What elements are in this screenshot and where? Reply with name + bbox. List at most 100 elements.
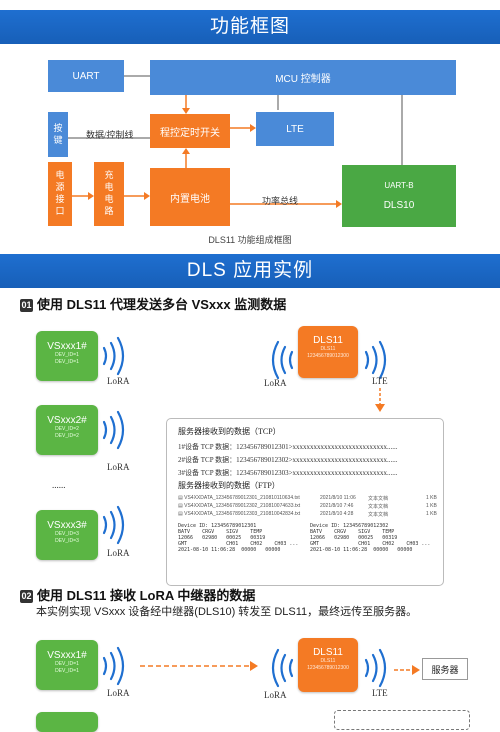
section2-description: 本实例实现 VSxxx 设备经中继器(DLS10) 转发至 DLS11，最终远传…: [36, 606, 418, 618]
wireless-icon: [102, 410, 125, 450]
lora-label: LoRA: [107, 462, 130, 472]
dls11-sub: 123456789012300: [307, 665, 349, 671]
device-sub: DEV_ID=1: [55, 661, 79, 667]
prog-timer-switch-label: 程控定时开关: [160, 127, 220, 139]
power-bus-label: 功率总线: [262, 196, 299, 206]
file-row: ▤ VS4XXDATA_123456789012302_210810074633…: [178, 503, 440, 510]
uart-b-label: UART-B: [384, 181, 414, 190]
charge-circuit-block: 充电电路: [94, 162, 124, 226]
device-name: VSxxx1#: [47, 341, 87, 352]
server-label: 服务器: [431, 664, 459, 675]
dashed-arrow-icon: [394, 665, 420, 675]
uart-label: UART: [72, 70, 100, 82]
banner-title-2: DLS 应用实例: [186, 260, 314, 281]
device-record-left: Device ID: 123456789012301 BATV CRGV SIG…: [178, 523, 299, 553]
file-name: VS4XXDATA_123456789012303_210810042834.t…: [184, 511, 301, 517]
wireless-icon-right: [364, 648, 387, 688]
tcp-line: 3#设备 TCP 数据：123456789012303>xxxxxxxxxxxx…: [178, 469, 398, 477]
lte-label: LTE: [372, 376, 388, 386]
lora-label: LoRA: [264, 690, 287, 700]
file-size: 1 KB: [426, 503, 437, 509]
tcp-line: 2#设备 TCP 数据：123456789012302>xxxxxxxxxxxx…: [178, 456, 398, 464]
dls11-name: DLS11: [313, 335, 343, 346]
device-name: VSxxx3#: [47, 520, 87, 531]
file-date: 2021/8/10 4:28: [320, 511, 354, 517]
section1-title-text: 使用 DLS11 代理发送多台 VSxxx 监测数据: [37, 297, 287, 312]
file-icon: ▤: [178, 511, 185, 517]
file-icon: ▤: [178, 503, 185, 509]
wireless-icon: [102, 336, 125, 376]
dls11-name: DLS11: [313, 647, 343, 658]
tcp-line: 1#设备 TCP 数据：123456789012301>xxxxxxxxxxxx…: [178, 443, 398, 451]
charge-circuit-label: 充电电路: [103, 170, 114, 218]
mcu-label: MCU 控制器: [275, 74, 331, 85]
device-card-s2: VSxxx1# DEV_ID=1 DEV_ID=1: [36, 640, 98, 690]
device-name: VSxxx1#: [47, 650, 87, 661]
lora-label: LoRA: [107, 548, 130, 558]
uart-block: UART: [48, 60, 124, 92]
battery-label: 内置电池: [170, 193, 210, 205]
lora-label: LoRA: [107, 688, 130, 698]
file-size: 1 KB: [426, 511, 437, 517]
block-diagram-connectors: [68, 75, 403, 208]
power-interface-label: 电源接口: [54, 170, 65, 218]
file-icon: ▤: [178, 495, 185, 501]
server-panel-partial: [334, 710, 470, 730]
dls11-device: DLS11 DLS11 123456789012300: [298, 326, 358, 378]
file-size: 1 KB: [426, 495, 437, 501]
down-arrow-icon: [375, 388, 385, 412]
device-card-3: VSxxx3# DEV_ID=3 DEV_ID=3: [36, 510, 98, 560]
device-ellipsis: ......: [52, 480, 66, 490]
device-name: VSxxx2#: [47, 415, 87, 426]
power-interface-block: 电源接口: [48, 162, 72, 226]
dls11-sub: DLS11: [320, 346, 336, 352]
wireless-icon: [102, 646, 125, 686]
tcp-title: 服务器接收到的数据（TCP）: [178, 427, 281, 436]
data-control-line-label: 数据/控制线: [86, 130, 134, 140]
prog-timer-switch-block: 程控定时开关: [150, 114, 230, 148]
battery-block: 内置电池: [150, 168, 230, 226]
file-date: 2021/8/10 11:06: [320, 495, 356, 501]
device-card-2: VSxxx2# DEV_ID=2 DEV_ID=2: [36, 405, 98, 455]
device-sub: DEV_ID=3: [55, 531, 79, 537]
mcu-block: MCU 控制器: [150, 60, 456, 95]
device-sub: DEV_ID=1: [55, 352, 79, 358]
device-sub: DEV_ID=1: [55, 668, 79, 674]
wireless-icon: [102, 505, 125, 545]
diagram-caption: DLS11 功能组成框图: [208, 235, 292, 245]
device-card-1: VSxxx1# DEV_ID=1 DEV_ID=1: [36, 331, 98, 381]
dashed-arrow-icon: [140, 661, 258, 671]
banner-application-examples: DLS 应用实例: [0, 254, 500, 288]
file-row: ▤ VS4XXDATA_123456789012301_210810110634…: [178, 495, 440, 502]
section1-number: 01: [20, 299, 33, 312]
lte-label: LTE: [372, 688, 388, 698]
dls10-label: DLS10: [383, 200, 415, 211]
wireless-icon-left: [271, 648, 294, 688]
file-type: 文本文档: [368, 504, 389, 510]
device-sub: DEV_ID=1: [55, 359, 79, 365]
wireless-icon-left: [271, 340, 294, 380]
device-sub: DEV_ID=2: [55, 433, 79, 439]
section2-number: 02: [20, 590, 33, 603]
lora-label: LoRA: [107, 376, 130, 386]
lte-block: LTE: [256, 112, 334, 146]
ftp-title: 服务器接收到的数据（FTP）: [178, 481, 280, 490]
banner-title: 功能框图: [209, 16, 290, 37]
device-record-right: Device ID: 123456789012302 BATV CRGV SIG…: [310, 523, 431, 553]
banner-function-diagram: 功能框图: [0, 10, 500, 44]
file-row: ▤ VS4XXDATA_123456789012303_210810042834…: [178, 511, 440, 518]
lte-block-label: LTE: [286, 123, 304, 135]
dls11-sub: 123456789012300: [307, 353, 349, 359]
device-card-partial: [36, 712, 98, 732]
file-name: VS4XXDATA_123456789012301_210810110634.t…: [184, 495, 300, 501]
dls11-sub: DLS11: [320, 658, 336, 664]
dls11-device-s2: DLS11 DLS11 123456789012300: [298, 638, 358, 692]
file-name: VS4XXDATA_123456789012302_210810074633.t…: [184, 503, 301, 509]
wireless-icon-right: [364, 340, 387, 380]
file-date: 2021/8/10 7:46: [320, 503, 354, 509]
button-block: 按键: [48, 112, 68, 157]
device-sub: DEV_ID=3: [55, 538, 79, 544]
lora-label: LoRA: [264, 378, 287, 388]
dls10-block: UART-B DLS10: [342, 165, 456, 227]
